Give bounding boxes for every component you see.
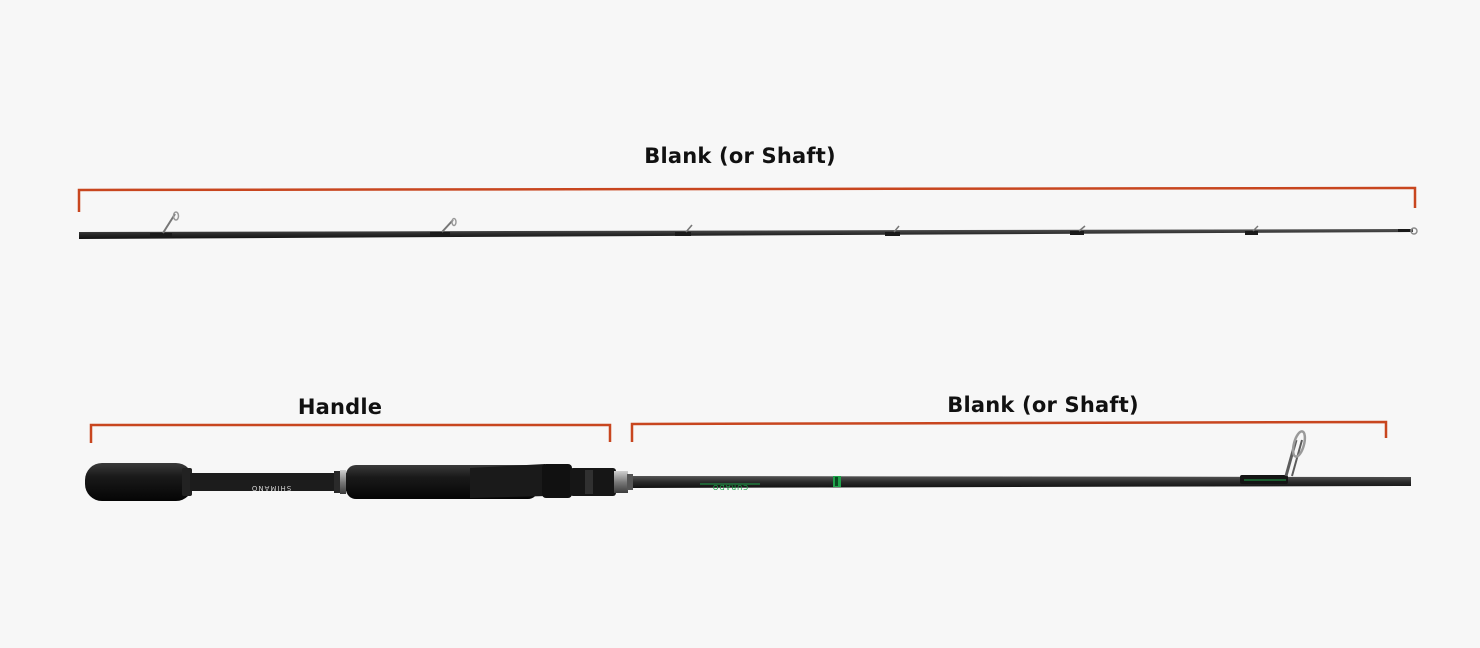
reel-seat [470,464,633,498]
top-rod-guide [150,211,180,238]
top-rod-guide [1245,225,1259,235]
top-rod-guide [430,217,457,237]
model-marking: CURADO [712,483,748,491]
top-blank-label: Blank (or Shaft) [644,144,836,168]
top-rod-guide [1070,225,1086,235]
bottom-rod: SHIMANO CURADO [85,430,1411,501]
top-blank-bracket [77,186,1417,212]
handle-label: Handle [297,395,383,419]
top-rod-tip [1398,227,1418,235]
top-rod-blank [79,211,1418,239]
handle-bracket [89,423,612,443]
top-rod-guide [885,225,900,236]
top-rod-guide [675,224,693,236]
bottom-blank-bracket [630,420,1388,442]
bottom-blank-label: Blank (or Shaft) [947,393,1139,417]
butt-cap [85,463,193,501]
brand-marking: SHIMANO [251,484,291,492]
bottom-rod-guide [1240,430,1307,484]
